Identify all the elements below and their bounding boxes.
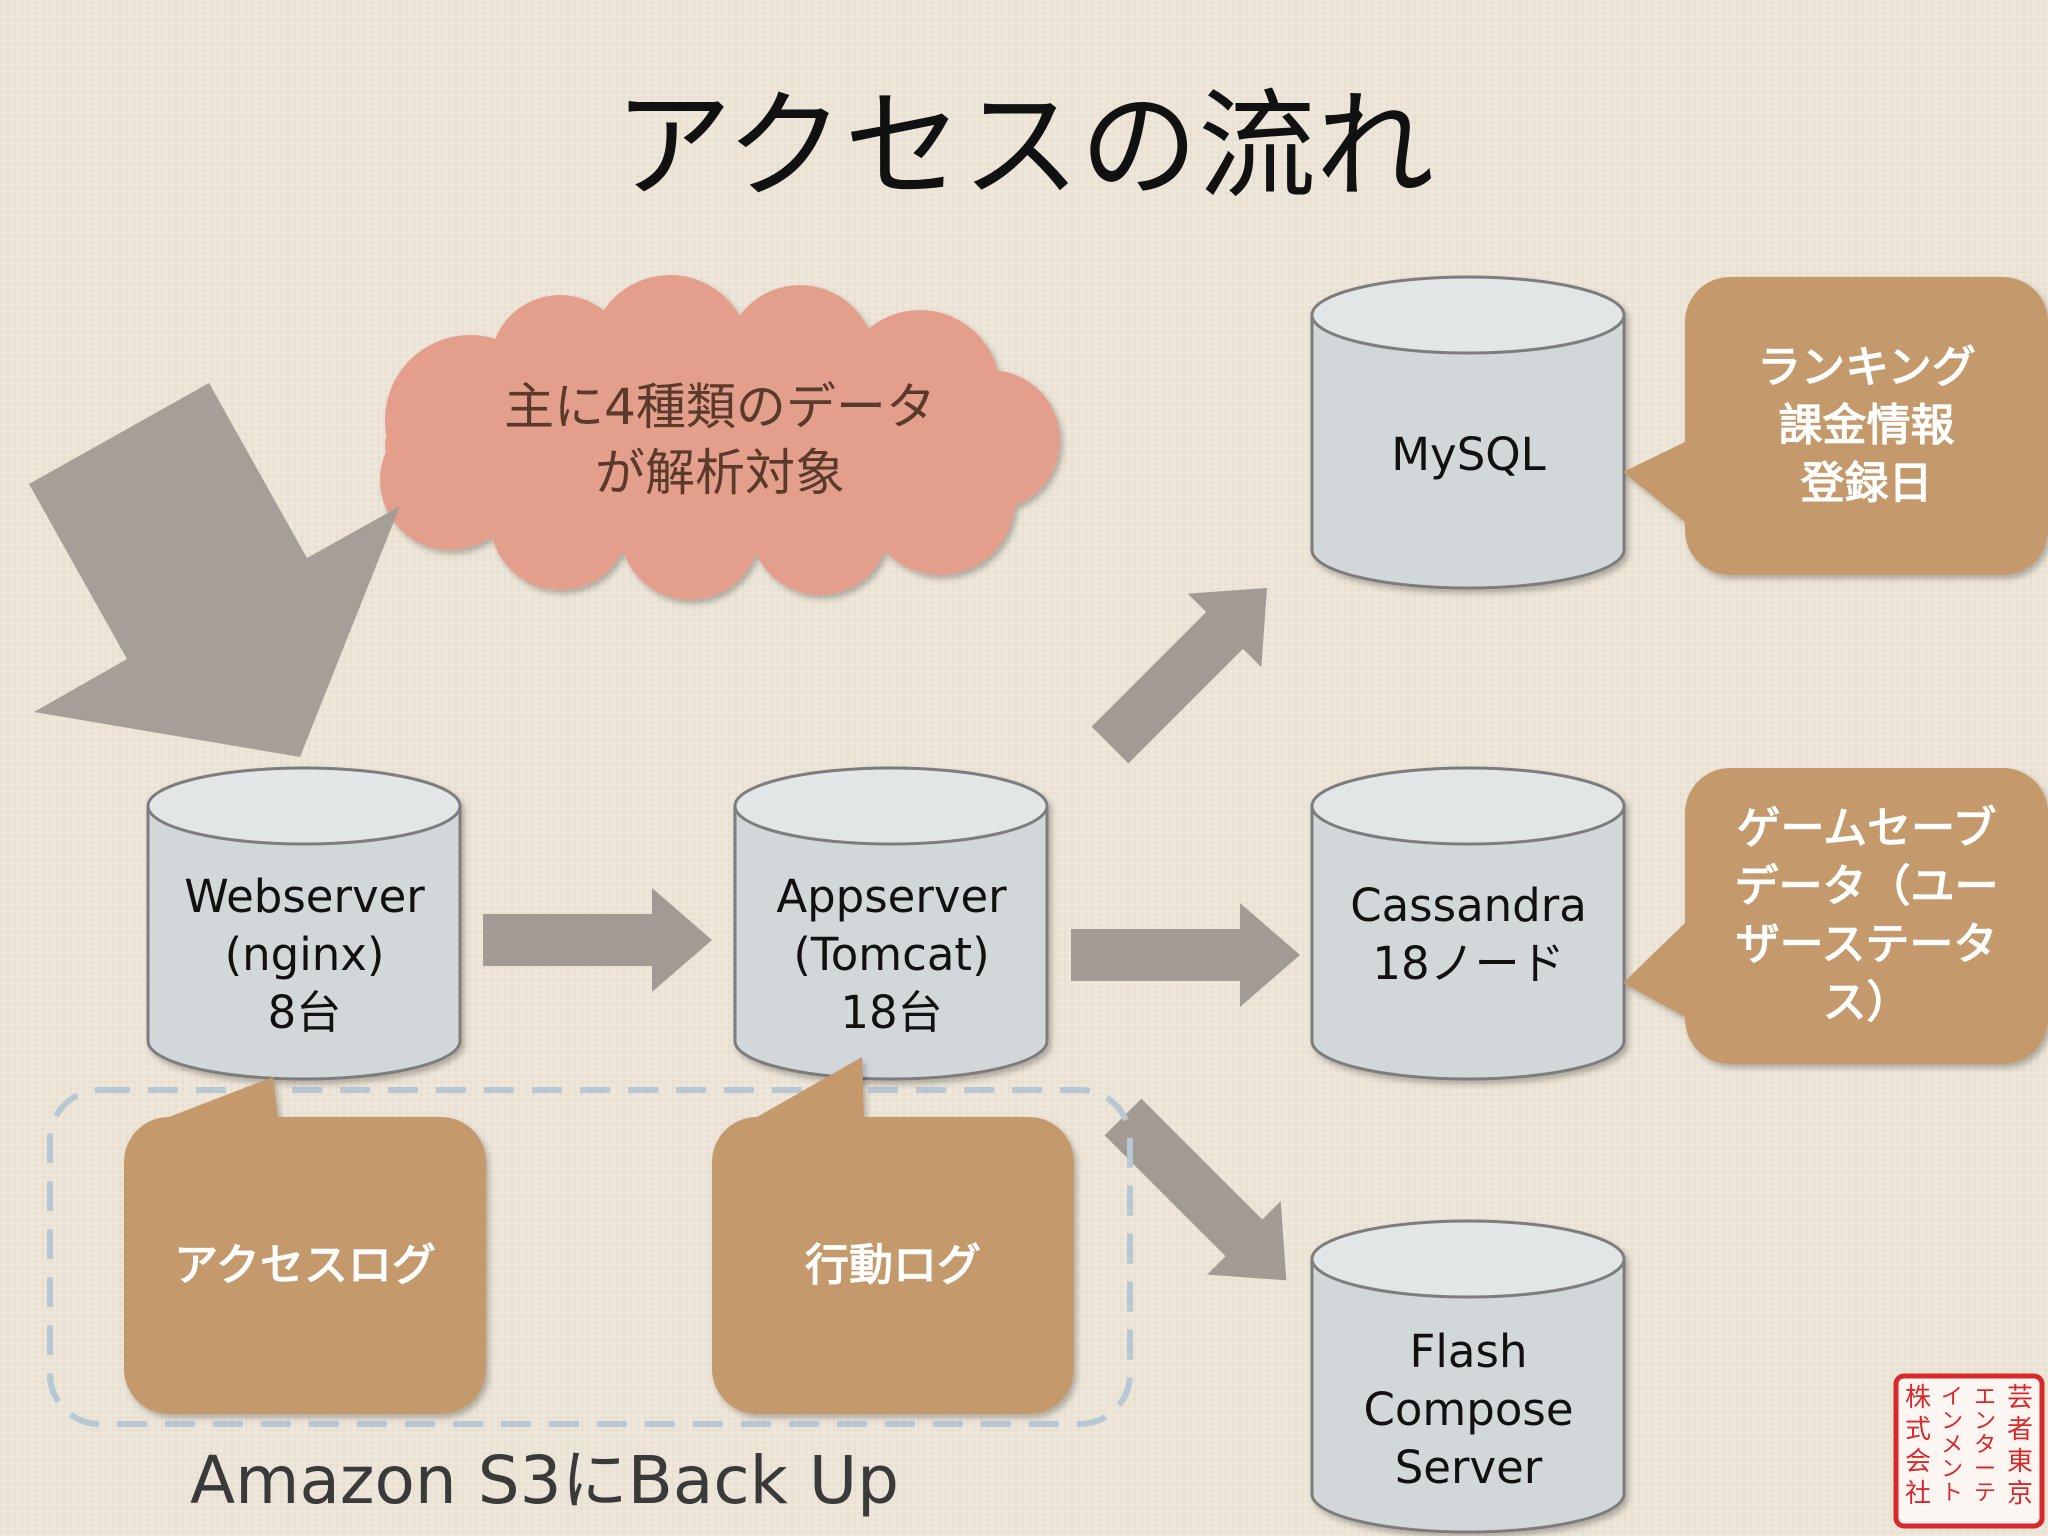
svg-text:社: 社 <box>1905 1479 1931 1509</box>
webserver-count: 8台 <box>267 986 342 1039</box>
cloud-line-2: が解析対象 <box>595 444 845 502</box>
mysql-name: MySQL <box>1391 428 1546 481</box>
callout-access-log-shape <box>124 1077 486 1414</box>
svg-text:ン: ン <box>1941 1457 1963 1482</box>
webserver-label: Webserver (nginx) 8台 <box>148 865 461 1045</box>
svg-text:芸: 芸 <box>2007 1383 2033 1413</box>
appserver-name: Appserver <box>776 870 1007 923</box>
callout-cassandra-line-3: ザーステータ <box>1735 919 1998 970</box>
callout-mysql: ランキング 課金情報 登録日 <box>1685 277 2048 575</box>
cassandra-nodes: 18ノード <box>1372 937 1565 990</box>
svg-text:株: 株 <box>1905 1383 1931 1413</box>
svg-text:ン: ン <box>1974 1409 1996 1434</box>
callout-mysql-line-2: 課金情報 <box>1778 400 1955 451</box>
svg-text:テ: テ <box>1974 1481 1996 1506</box>
svg-text:東: 東 <box>2007 1447 2033 1477</box>
callout-cassandra-line-2: データ（ユー <box>1734 861 1999 912</box>
cassandra-label: Cassandra 18ノード <box>1312 870 1625 1000</box>
arrow-app-to-cassandra <box>1071 903 1300 1007</box>
flash-label: Flash Compose Server <box>1312 1320 1625 1500</box>
flash-line-1: Flash <box>1409 1325 1528 1378</box>
backup-group-border <box>47 1087 1133 1427</box>
svg-text:ン: ン <box>1941 1409 1963 1434</box>
cloud-label: 主に4種類のデータ が解析対象 <box>420 365 1020 515</box>
incoming-arrow <box>29 383 400 757</box>
arrow-web-to-app <box>483 888 712 992</box>
callout-mysql-line-1: ランキング <box>1757 342 1976 393</box>
arrow-app-to-mysql <box>1091 588 1267 764</box>
flash-cylinder <box>1310 1219 1626 1534</box>
cassandra-name: Cassandra <box>1350 879 1587 932</box>
webserver-software: (nginx) <box>224 928 385 981</box>
callout-action-log-shape <box>712 1057 1074 1414</box>
webserver-cylinder <box>146 766 462 1081</box>
svg-text:エ: エ <box>1974 1385 1996 1410</box>
cloud-shape <box>380 275 1060 600</box>
appserver-cylinder <box>733 766 1049 1081</box>
callout-cassandra-line-1: ゲームセーブ <box>1736 803 1997 854</box>
callout-mysql-line-3: 登録日 <box>1800 458 1933 509</box>
callout-cassandra: ゲームセーブ データ（ユー ザーステータ ス） <box>1685 768 2048 1064</box>
mysql-label: MySQL <box>1312 410 1625 500</box>
flash-line-2: Compose <box>1363 1383 1574 1436</box>
arrow-app-to-flash <box>1104 1098 1287 1281</box>
svg-text:タ: タ <box>1974 1433 1996 1458</box>
svg-text:式: 式 <box>1905 1415 1931 1445</box>
cassandra-cylinder <box>1310 766 1626 1081</box>
svg-text:ト: ト <box>1941 1481 1963 1506</box>
callout-cassandra-shape <box>1623 768 2048 1064</box>
callout-mysql-shape <box>1623 277 2048 575</box>
webserver-name: Webserver <box>184 870 425 923</box>
cloud-line-1: 主に4種類のデータ <box>504 378 936 436</box>
backup-label: Amazon S3にBack Up <box>190 1442 900 1519</box>
svg-text:会: 会 <box>1905 1447 1931 1477</box>
flash-line-3: Server <box>1394 1441 1543 1494</box>
appserver-software: (Tomcat) <box>793 928 990 981</box>
svg-text:者: 者 <box>2007 1415 2033 1445</box>
mysql-cylinder <box>1310 275 1626 590</box>
svg-text:イ: イ <box>1941 1385 1963 1410</box>
svg-text:京: 京 <box>2007 1479 2033 1509</box>
appserver-count: 18台 <box>840 986 943 1039</box>
appserver-label: Appserver (Tomcat) 18台 <box>735 865 1048 1045</box>
callout-cassandra-line-4: ス） <box>1822 977 1911 1028</box>
callout-access-log: アクセスログ <box>174 1239 436 1291</box>
svg-text:メ: メ <box>1941 1433 1963 1458</box>
callout-action-log: 行動ログ <box>805 1239 981 1291</box>
flow-arrows <box>483 588 1300 1281</box>
page-title: アクセスの流れ <box>613 76 1435 215</box>
svg-text:ー: ー <box>1974 1457 1996 1482</box>
